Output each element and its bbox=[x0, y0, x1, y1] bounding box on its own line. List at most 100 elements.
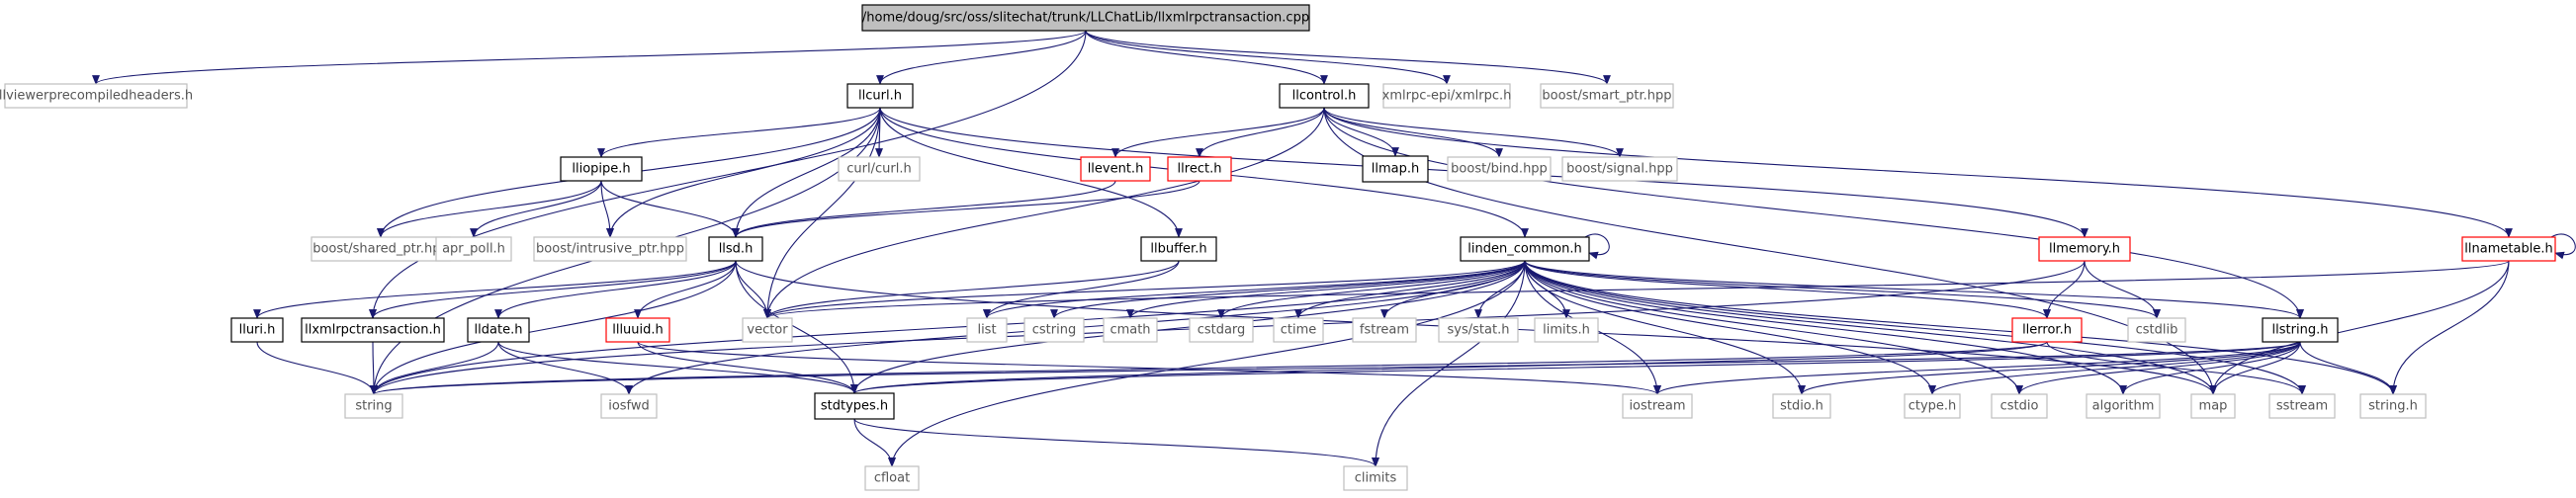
node-lindencommon[interactable]: linden_common.h bbox=[1460, 236, 1590, 262]
edge-lindencommon-to-llstring bbox=[1524, 260, 2304, 319]
node-label: iostream bbox=[1629, 399, 1685, 414]
node-lldate[interactable]: lldate.h bbox=[467, 317, 530, 343]
node-llbuffer[interactable]: llbuffer.h bbox=[1140, 236, 1217, 262]
node-map[interactable]: map bbox=[2190, 393, 2236, 419]
node-cstdio[interactable]: cstdio bbox=[1991, 393, 2048, 419]
node-box bbox=[1279, 83, 1370, 109]
node-algorithm[interactable]: algorithm bbox=[2086, 393, 2161, 419]
node-box bbox=[966, 317, 1008, 343]
node-boostsmartptr[interactable]: boost/smart_ptr.hpp bbox=[1540, 83, 1674, 109]
node-box bbox=[1352, 317, 1417, 343]
node-cfloat[interactable]: cfloat bbox=[864, 465, 920, 491]
node-llviewerprecompiledheaders[interactable]: llviewerprecompiledheaders.h bbox=[0, 83, 193, 109]
node-label: sstream bbox=[2276, 399, 2328, 414]
node-cmath[interactable]: cmath bbox=[1103, 317, 1158, 343]
node-ctype[interactable]: ctype.h bbox=[1904, 393, 1961, 419]
node-list[interactable]: list bbox=[966, 317, 1008, 343]
node-label: llnametable.h bbox=[2464, 242, 2552, 257]
node-box bbox=[605, 317, 670, 343]
node-iosfwd[interactable]: iosfwd bbox=[600, 393, 658, 419]
node-label: boost/intrusive_ptr.hpp bbox=[536, 242, 684, 257]
edge-llxmlrpctransaction-to-string bbox=[370, 341, 378, 395]
edge-llnametable-to-llnametable bbox=[2550, 233, 2576, 260]
node-boostbind[interactable]: boost/bind.hpp bbox=[1447, 156, 1552, 182]
edge-llstring-to-ctype bbox=[1928, 341, 2301, 395]
node-boostshared[interactable]: boost/shared_ptr.hpp bbox=[311, 236, 451, 262]
node-xmlrpcepi[interactable]: xmlrpc-epi/xmlrpc.h bbox=[1382, 83, 1512, 109]
node-llerror[interactable]: llerror.h bbox=[2011, 317, 2083, 343]
node-label: boost/signal.hpp bbox=[1566, 162, 1673, 177]
node-box bbox=[1140, 236, 1217, 262]
node-boostintrusive[interactable]: boost/intrusive_ptr.hpp bbox=[533, 236, 687, 262]
node-box bbox=[1447, 156, 1552, 182]
edge-lldate-to-stdtypes bbox=[497, 341, 858, 394]
node-box bbox=[1904, 393, 1961, 419]
node-boostsignal[interactable]: boost/signal.hpp bbox=[1561, 156, 1678, 182]
node-fstream[interactable]: fstream bbox=[1352, 317, 1417, 343]
node-curlcurl[interactable]: curl/curl.h bbox=[838, 156, 921, 182]
node-llevent[interactable]: llevent.h bbox=[1080, 156, 1151, 182]
node-box bbox=[2262, 317, 2339, 343]
node-vector[interactable]: vector bbox=[742, 317, 793, 343]
node-box bbox=[1343, 465, 1408, 491]
node-lluri[interactable]: lluri.h bbox=[230, 317, 284, 343]
edge-llnametable-to-map bbox=[2209, 260, 2510, 395]
node-llstring[interactable]: llstring.h bbox=[2262, 317, 2339, 343]
node-label: limits.h bbox=[1543, 323, 1590, 338]
node-stdtypes[interactable]: stdtypes.h bbox=[814, 392, 895, 420]
edge-llluuid-to-iostream bbox=[637, 341, 1661, 395]
node-label: climits bbox=[1355, 471, 1397, 486]
node-box bbox=[435, 236, 512, 262]
node-llnametable[interactable]: llnametable.h bbox=[2461, 236, 2556, 262]
node-label: string.h bbox=[2368, 399, 2418, 414]
node-box bbox=[2268, 393, 2336, 419]
node-llcontrol[interactable]: llcontrol.h bbox=[1279, 83, 1370, 109]
node-box bbox=[2190, 393, 2236, 419]
edge-root-to-llcurl bbox=[876, 30, 1087, 85]
node-stdio[interactable]: stdio.h bbox=[1772, 393, 1831, 419]
node-box bbox=[1772, 393, 1831, 419]
node-llrect[interactable]: llrect.h bbox=[1167, 156, 1232, 182]
node-cstdlib[interactable]: cstdlib bbox=[2127, 317, 2186, 343]
node-label: iosfwd bbox=[608, 399, 650, 414]
node-label: llstring.h bbox=[2272, 323, 2329, 338]
node-limits[interactable]: limits.h bbox=[1534, 317, 1599, 343]
node-llcurl[interactable]: llcurl.h bbox=[846, 83, 914, 109]
node-string[interactable]: string bbox=[344, 393, 403, 419]
node-lliopipe[interactable]: lliopipe.h bbox=[560, 156, 643, 182]
node-label: llerror.h bbox=[2022, 323, 2072, 338]
node-box bbox=[1362, 155, 1429, 183]
edge-llcontrol-to-llnametable bbox=[1323, 107, 2513, 238]
edge-lindencommon-to-cfloat bbox=[888, 260, 1526, 467]
edge-lindencommon-to-cstdarg bbox=[1217, 260, 1526, 319]
edge-llerror-to-string bbox=[370, 341, 2048, 395]
node-cstring[interactable]: cstring bbox=[1023, 317, 1085, 343]
node-label: cfloat bbox=[874, 471, 910, 486]
node-llsd[interactable]: llsd.h bbox=[708, 236, 763, 262]
node-label: cstdlib bbox=[2136, 323, 2178, 338]
node-cstdarg[interactable]: cstdarg bbox=[1189, 317, 1254, 343]
edge-root-to-boostsmartptr bbox=[1085, 30, 1611, 85]
node-llmap[interactable]: llmap.h bbox=[1362, 155, 1429, 183]
node-box bbox=[1080, 156, 1151, 182]
node-box bbox=[4, 83, 188, 109]
node-iostream[interactable]: iostream bbox=[1622, 393, 1693, 419]
node-llluuid[interactable]: llluuid.h bbox=[605, 317, 670, 343]
node-ctime[interactable]: ctime bbox=[1273, 317, 1324, 343]
node-label: curl/curl.h bbox=[846, 162, 911, 177]
node-climits[interactable]: climits bbox=[1343, 465, 1408, 491]
node-llmemory[interactable]: llmemory.h bbox=[2038, 236, 2131, 262]
node-sysstat[interactable]: sys/stat.h bbox=[1438, 317, 1519, 343]
edge-stdtypes-to-cfloat bbox=[853, 418, 896, 467]
edge-llcurl-to-llsd bbox=[732, 107, 881, 238]
node-box bbox=[1561, 156, 1678, 182]
edge-llcontrol-to-llrect bbox=[1196, 107, 1325, 158]
node-box bbox=[311, 236, 451, 262]
node-label: llevent.h bbox=[1088, 162, 1144, 177]
node-llxmlrpctransaction[interactable]: llxmlrpctransaction.h bbox=[301, 317, 445, 343]
node-sstream[interactable]: sstream bbox=[2268, 393, 2336, 419]
node-stringh[interactable]: string.h bbox=[2359, 393, 2427, 419]
node-aprpoll[interactable]: apr_poll.h bbox=[435, 236, 512, 262]
edge-lliopipe-to-boostintrusive bbox=[600, 180, 614, 238]
